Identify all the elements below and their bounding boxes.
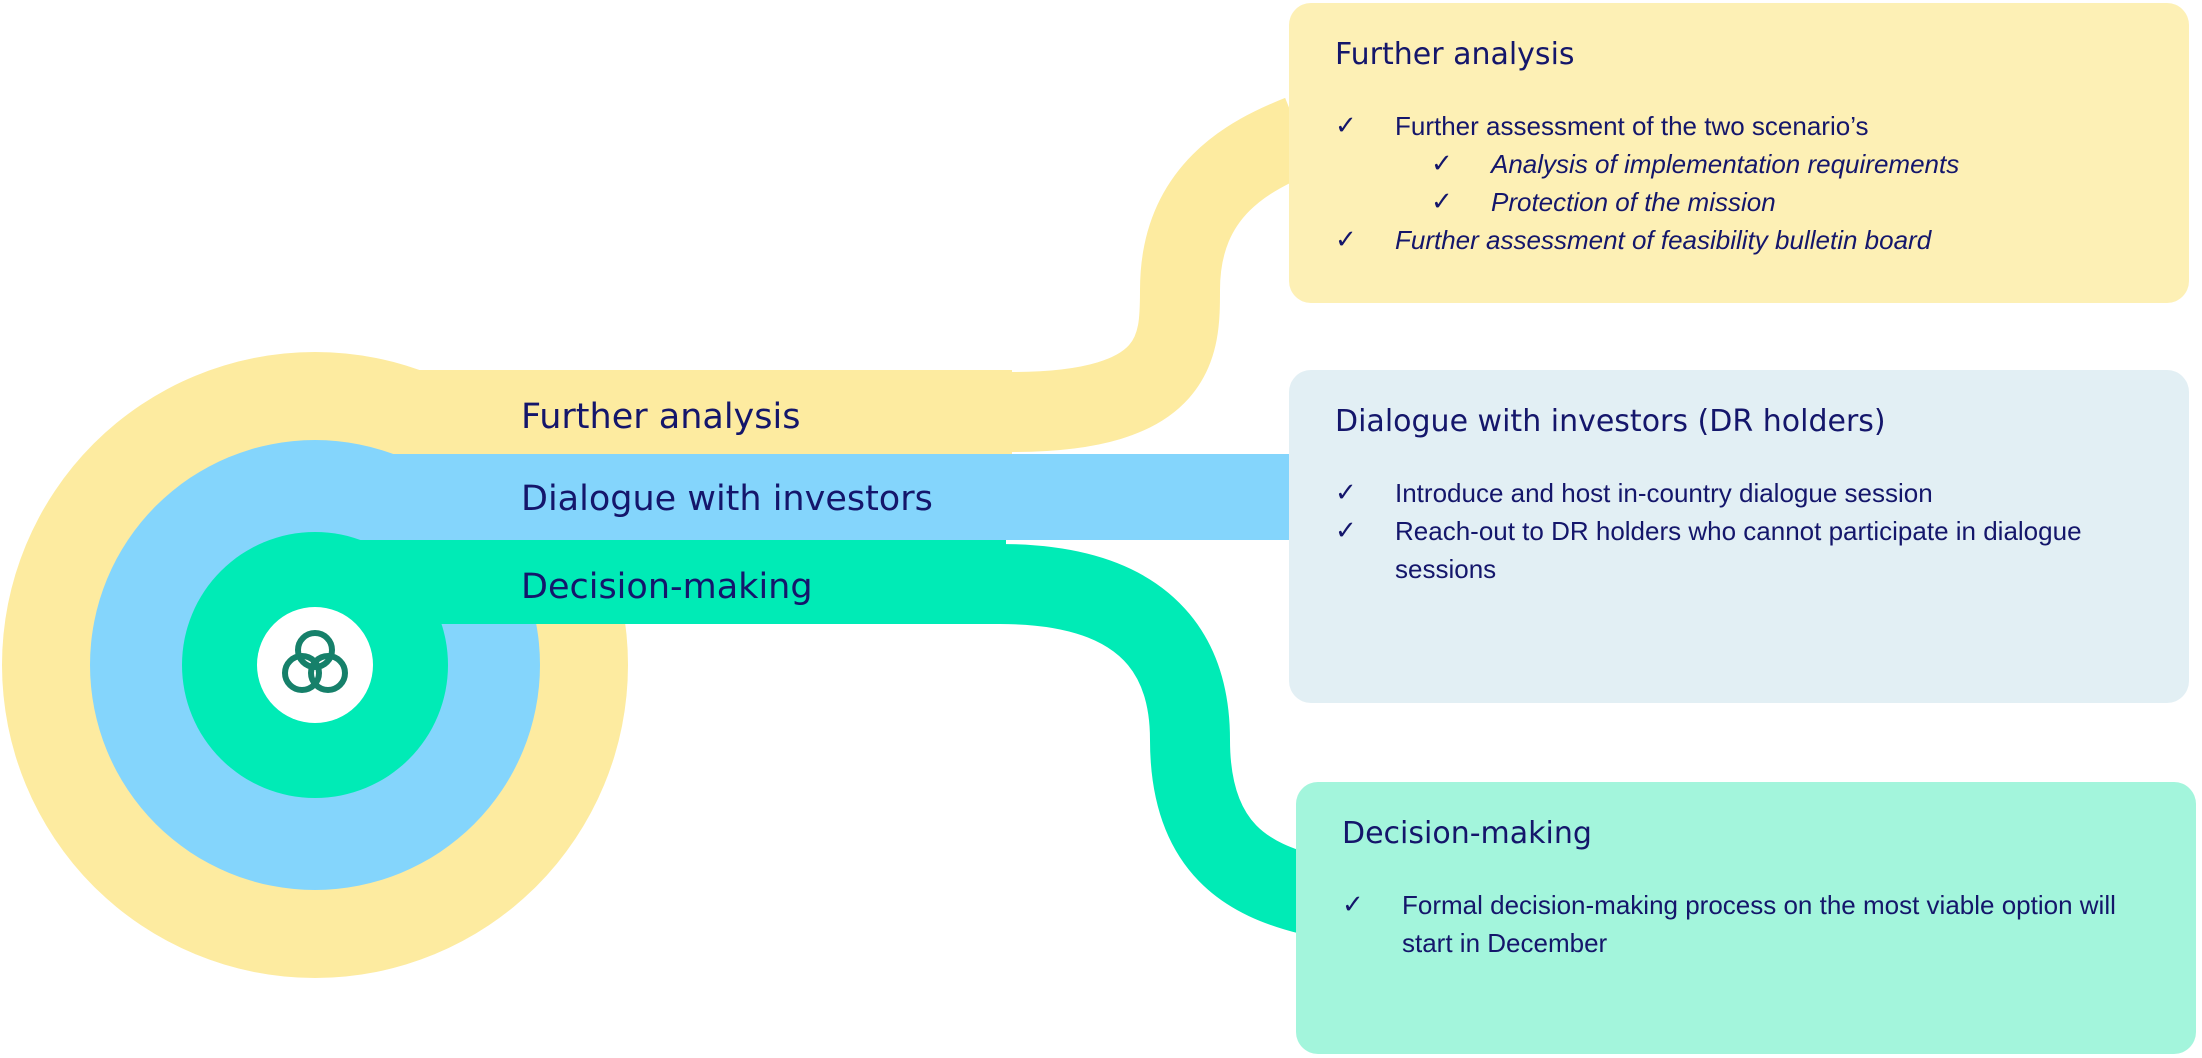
checklist-item: ✓ Introduce and host in-country dialogue … [1335,474,2145,512]
checklist-item-text: Analysis of implementation requirements [1491,149,1960,179]
decision-connector [999,544,1321,934]
checkmark-icon: ✓ [1335,516,1357,546]
analysis-checklist: ✓ Further assessment of the two scenario’… [1335,107,2145,259]
checklist-item: ✓ Further assessment of feasibility bulle… [1335,221,2145,259]
checklist-item: ✓ Further assessment of the two scenario’… [1335,107,2145,145]
checkmark-icon: ✓ [1431,187,1453,217]
dialogue-card-title: Dialogue with investors (DR holders) [1335,404,1886,439]
band-label-dialogue: Dialogue with investors [521,479,933,519]
band-label-decision: Decision-making [521,567,813,607]
checklist-item-text: Further assessment of the two scenario’s [1395,111,1869,141]
analysis-bar [300,370,1012,454]
checkmark-icon: ✓ [1335,478,1357,508]
checkmark-icon: ✓ [1342,890,1364,920]
decision-checklist: ✓ Formal decision-making process on the m… [1342,886,2152,962]
decision-card-title: Decision-making [1342,816,1592,851]
dialogue-checklist: ✓ Introduce and host in-country dialogue … [1335,474,2145,588]
checklist-item: ✓ Formal decision-making process on the m… [1342,886,2152,962]
analysis-card: Further analysis ✓ Further assessment of … [1289,3,2189,303]
checklist-item-text: Formal decision-making process on the mo… [1402,890,2116,958]
checkmark-icon: ✓ [1431,149,1453,179]
analysis-card-title: Further analysis [1335,37,1575,72]
checklist-item: ✓ Reach-out to DR holders who cannot part… [1335,512,2145,588]
dialogue-bar [300,454,1300,540]
checklist-item: ✓ Protection of the mission [1335,183,2145,221]
checklist-item-text: Further assessment of feasibility bullet… [1395,225,1932,255]
checklist-item-text: Introduce and host in-country dialogue s… [1395,478,1933,508]
band-label-analysis: Further analysis [521,397,801,437]
analysis-connector [1011,97,1316,452]
decision-bar [300,540,1006,624]
checkmark-icon: ✓ [1335,225,1357,255]
checklist-item-text: Protection of the mission [1491,187,1776,217]
checklist-item: ✓ Analysis of implementation requirements [1335,145,2145,183]
triple-knot-icon [282,630,348,693]
decision-card: Decision-making ✓ Formal decision-making … [1296,782,2196,1054]
checklist-item-text: Reach-out to DR holders who cannot parti… [1395,516,2082,584]
dialogue-card: Dialogue with investors (DR holders) ✓ In… [1289,370,2189,703]
checkmark-icon: ✓ [1335,111,1357,141]
